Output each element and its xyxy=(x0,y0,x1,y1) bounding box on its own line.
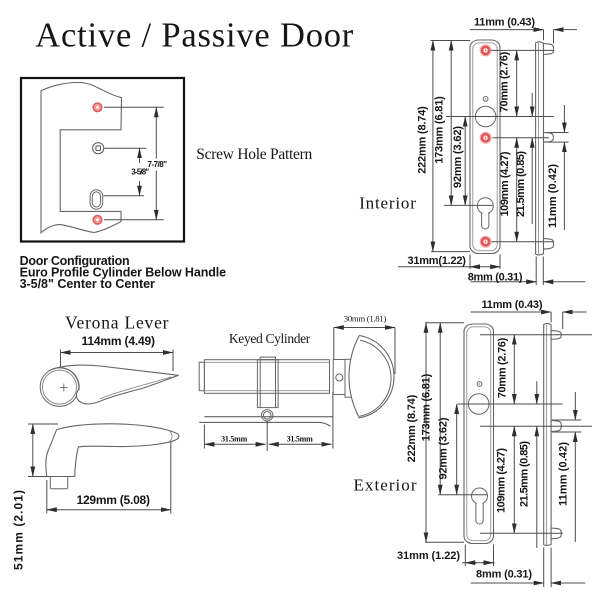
svg-text:109mm (4.27): 109mm (4.27) xyxy=(496,448,508,513)
svg-text:129mm (5.08): 129mm (5.08) xyxy=(77,493,151,507)
svg-text:173mm (6.81): 173mm (6.81) xyxy=(421,373,433,441)
svg-text:31mm(1.22): 31mm(1.22) xyxy=(408,255,467,267)
svg-text:21.5mm (0.85): 21.5mm (0.85) xyxy=(519,441,531,507)
svg-text:3-5/8" Center to Center: 3-5/8" Center to Center xyxy=(20,277,155,291)
svg-text:Euro Profile Cylinder Below Ha: Euro Profile Cylinder Below Handle xyxy=(20,266,227,280)
svg-text:8mm (0.31): 8mm (0.31) xyxy=(476,568,532,580)
svg-text:31mm (1.22): 31mm (1.22) xyxy=(397,550,460,562)
svg-text:11mm (0.43): 11mm (0.43) xyxy=(482,299,543,311)
svg-text:70mm (2.76): 70mm (2.76) xyxy=(497,337,509,398)
svg-text:Exterior: Exterior xyxy=(354,476,417,495)
svg-text:7-7/8": 7-7/8" xyxy=(148,160,168,169)
svg-text:Verona Lever: Verona Lever xyxy=(65,313,169,333)
svg-text:222mm (8.74): 222mm (8.74) xyxy=(406,394,418,462)
svg-text:109mm (4.27): 109mm (4.27) xyxy=(499,151,511,216)
svg-text:51mm (2.01): 51mm (2.01) xyxy=(12,490,26,570)
svg-text:114mm (4.49): 114mm (4.49) xyxy=(82,334,156,348)
svg-text:3-5/8": 3-5/8" xyxy=(131,168,149,177)
svg-text:173mm (6.81): 173mm (6.81) xyxy=(434,96,446,164)
svg-text:31.5mm: 31.5mm xyxy=(221,434,248,443)
svg-text:8mm (0.31): 8mm (0.31) xyxy=(468,272,523,284)
svg-text:31.5mm: 31.5mm xyxy=(287,434,314,443)
svg-text:92mm (3.62): 92mm (3.62) xyxy=(438,417,450,479)
svg-text:Active / Passive Door: Active / Passive Door xyxy=(35,17,354,55)
svg-text:Interior: Interior xyxy=(359,193,416,212)
svg-text:11mm (0.43): 11mm (0.43) xyxy=(474,16,535,28)
svg-text:Keyed Cylinder: Keyed Cylinder xyxy=(229,331,311,346)
svg-text:11mm (0.42): 11mm (0.42) xyxy=(547,164,559,228)
svg-text:92mm (3.62): 92mm (3.62) xyxy=(452,126,464,188)
svg-text:11mm (0.42): 11mm (0.42) xyxy=(558,442,570,506)
svg-text:21.5mm (0.85): 21.5mm (0.85) xyxy=(515,151,527,217)
svg-text:30mm (1.81): 30mm (1.81) xyxy=(344,313,387,323)
svg-text:Screw Hole Pattern: Screw Hole Pattern xyxy=(196,146,312,163)
svg-text:Door Configuration: Door Configuration xyxy=(20,254,130,268)
svg-text:70mm (2.76): 70mm (2.76) xyxy=(498,51,510,112)
svg-text:222mm (8.74): 222mm (8.74) xyxy=(417,106,429,174)
